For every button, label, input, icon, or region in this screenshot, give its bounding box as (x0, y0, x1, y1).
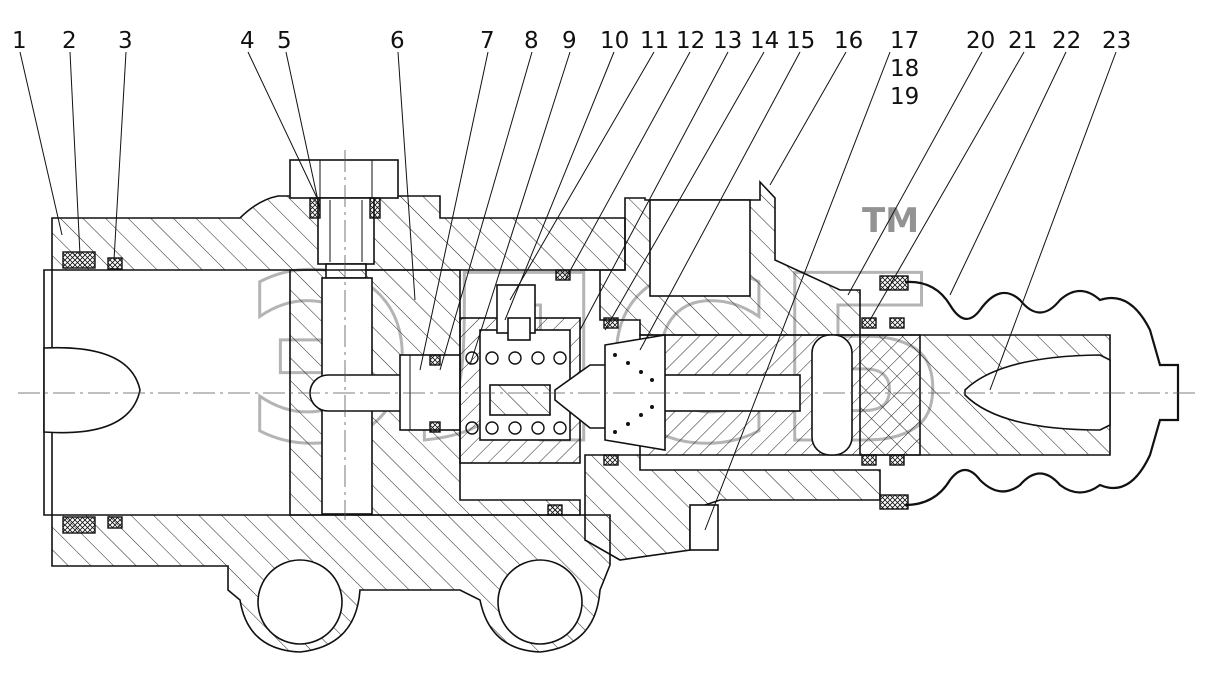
part-label-10: 10 (600, 28, 629, 54)
valve-assembly (399, 284, 611, 464)
rubber-boot (879, 275, 1180, 510)
part-label-9: 9 (562, 28, 577, 54)
part-label-3: 3 (118, 28, 133, 54)
part-label-12: 12 (676, 28, 705, 54)
part-label-4: 4 (240, 28, 255, 54)
part-label-1: 1 (12, 28, 27, 54)
leader-lines (19, 51, 1117, 531)
push-rod (859, 334, 1111, 456)
spring (465, 351, 567, 435)
mounting-hole-right (497, 559, 583, 645)
part-labels: 1 2 3 4 5 6 7 8 9 10 11 12 13 14 15 16 1… (12, 28, 1131, 110)
part-label-16: 16 (834, 28, 863, 54)
mounting-hole-left (257, 559, 343, 645)
watermark-trademark: TM (862, 201, 919, 241)
part-label-11: 11 (640, 28, 669, 54)
part-label-2: 2 (62, 28, 77, 54)
part-label-23: 23 (1102, 28, 1131, 54)
part-label-5: 5 (277, 28, 292, 54)
part-label-7: 7 (480, 28, 495, 54)
part-label-14: 14 (750, 28, 779, 54)
reservoir-port (649, 199, 751, 297)
part-label-6: 6 (390, 28, 405, 54)
seals (62, 251, 905, 534)
part-label-18: 18 (890, 56, 919, 82)
part-label-19: 19 (890, 84, 919, 110)
boot-left-cup (43, 346, 141, 434)
conical-valve (604, 334, 666, 451)
part-label-22: 22 (1052, 28, 1081, 54)
central-body (580, 179, 921, 561)
part-label-17: 17 (890, 28, 919, 54)
part-label-21: 21 (1008, 28, 1037, 54)
part-label-13: 13 (713, 28, 742, 54)
part-label-20: 20 (966, 28, 995, 54)
part-label-8: 8 (524, 28, 539, 54)
part-label-15: 15 (786, 28, 815, 54)
